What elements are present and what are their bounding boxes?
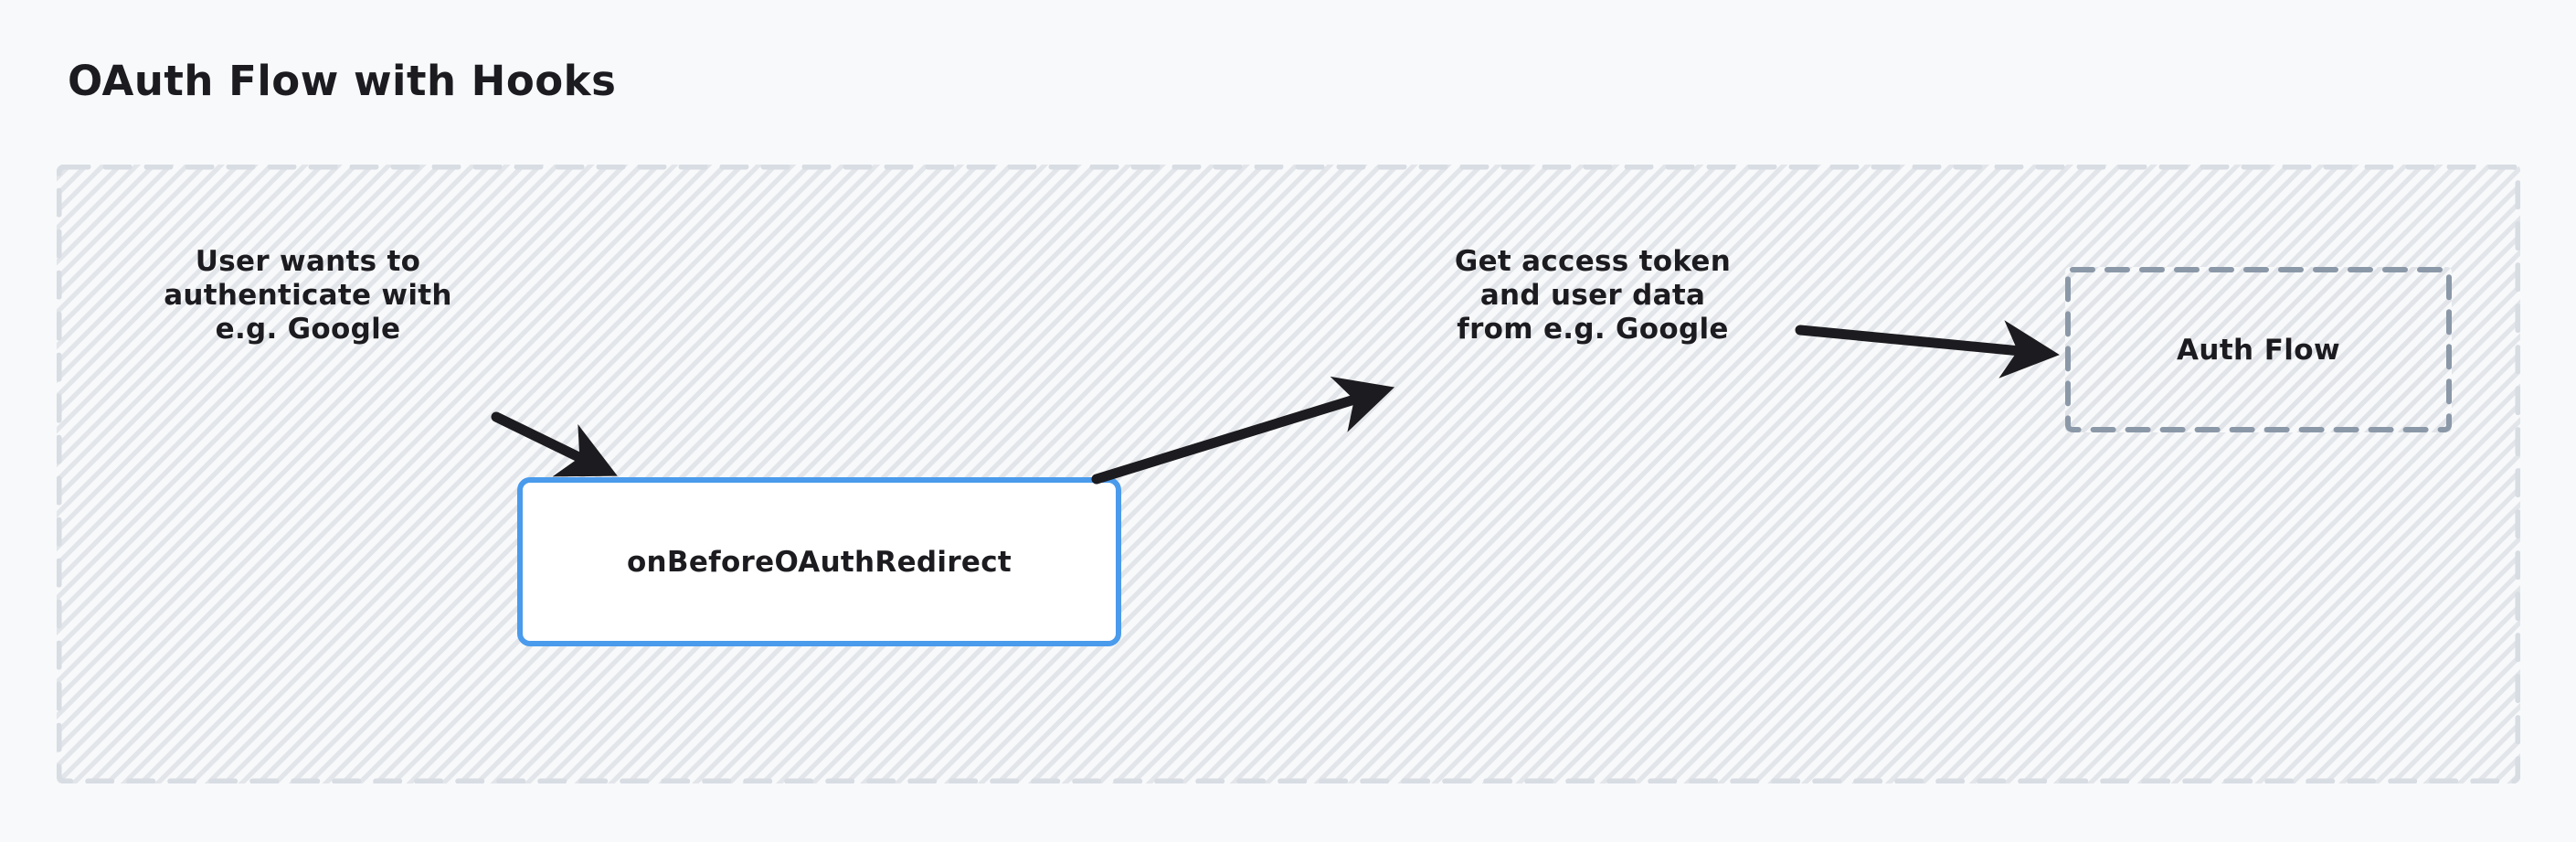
page-title: OAuth Flow with Hooks xyxy=(68,57,617,105)
node-on-before-oauth-redirect[interactable]: onBeforeOAuthRedirect xyxy=(517,477,1121,646)
node-on-before-oauth-redirect-label: onBeforeOAuthRedirect xyxy=(626,545,1012,579)
edge-label-user-request: User wants to authenticate with e.g. Goo… xyxy=(164,245,452,346)
edge-label-token-exchange: Get access token and user data from e.g.… xyxy=(1454,245,1732,346)
node-auth-flow-label: Auth Flow xyxy=(2176,333,2341,367)
node-auth-flow[interactable]: Auth Flow xyxy=(2065,267,2452,432)
